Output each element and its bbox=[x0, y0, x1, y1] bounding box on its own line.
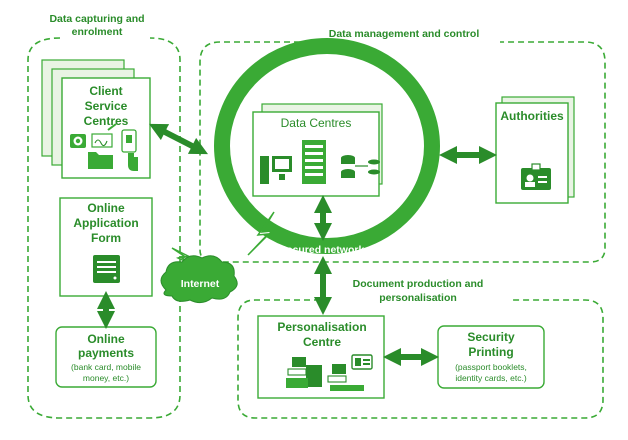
printer-icon bbox=[327, 364, 364, 391]
payments-line1: Online bbox=[87, 332, 125, 346]
arrow-csc-datacentres bbox=[148, 123, 209, 155]
production-heading-1: Document production and bbox=[353, 278, 484, 290]
personalisation-centre: Personalisation Centre bbox=[257, 315, 385, 399]
sp-line1: Security bbox=[467, 330, 515, 344]
id-card-icon bbox=[351, 354, 373, 370]
internet-label: Internet bbox=[181, 278, 220, 290]
pc-line1: Personalisation bbox=[277, 320, 366, 334]
online-application-form: Online Application Form bbox=[59, 197, 153, 297]
id-card-icon bbox=[521, 163, 551, 190]
oaf-line3: Form bbox=[91, 231, 121, 245]
authorities-label: Authorities bbox=[500, 109, 564, 123]
internet-cloud: Internet bbox=[160, 255, 238, 304]
data-centres: Data Centres bbox=[252, 103, 383, 197]
region-document-production bbox=[237, 299, 604, 419]
connector-arrows bbox=[97, 123, 497, 366]
client-centres-line3: Centres bbox=[84, 114, 129, 128]
client-centres-line2: Service bbox=[85, 99, 128, 113]
printer-icon bbox=[286, 357, 322, 388]
computer-icon bbox=[121, 129, 137, 153]
signature-icon bbox=[91, 123, 117, 148]
capture-heading-1: Data capturing and bbox=[49, 13, 144, 25]
region-data-capturing bbox=[27, 37, 181, 419]
payments-detail1: (bank card, mobile bbox=[71, 362, 141, 372]
server-rack-icon bbox=[302, 140, 326, 184]
computer-icon bbox=[260, 156, 292, 184]
hand-icon bbox=[128, 153, 138, 171]
secured-network-ring bbox=[214, 38, 440, 254]
fingerprint-icon bbox=[70, 134, 86, 148]
production-heading-2: personalisation bbox=[379, 292, 457, 304]
folder-icon bbox=[88, 152, 113, 169]
online-payments: Online payments (bank card, mobile money… bbox=[55, 326, 157, 388]
pc-line2: Centre bbox=[303, 335, 341, 349]
sp-line2: Printing bbox=[468, 345, 513, 359]
authorities: Authorities bbox=[495, 96, 575, 204]
sp-detail2: identity cards, etc.) bbox=[455, 373, 527, 383]
security-printing: Security Printing (passport booklets, id… bbox=[437, 325, 545, 389]
payments-detail2: money, etc.) bbox=[83, 373, 129, 383]
payments-line2: payments bbox=[78, 346, 134, 360]
capture-heading-2: enrolment bbox=[72, 26, 123, 38]
database-icon bbox=[341, 155, 380, 178]
management-heading: Data management and control bbox=[329, 28, 480, 40]
client-service-centres: Client Service Centres bbox=[41, 59, 151, 179]
oaf-line1: Online bbox=[87, 201, 125, 215]
data-centres-label: Data Centres bbox=[281, 116, 352, 130]
web-form-icon bbox=[93, 255, 120, 283]
secured-network-label: Secured network bbox=[280, 244, 365, 256]
region-data-management bbox=[199, 41, 606, 263]
sp-detail1: (passport booklets, bbox=[455, 362, 527, 372]
client-centres-line1: Client bbox=[89, 84, 122, 98]
oaf-line2: Application bbox=[73, 216, 138, 230]
